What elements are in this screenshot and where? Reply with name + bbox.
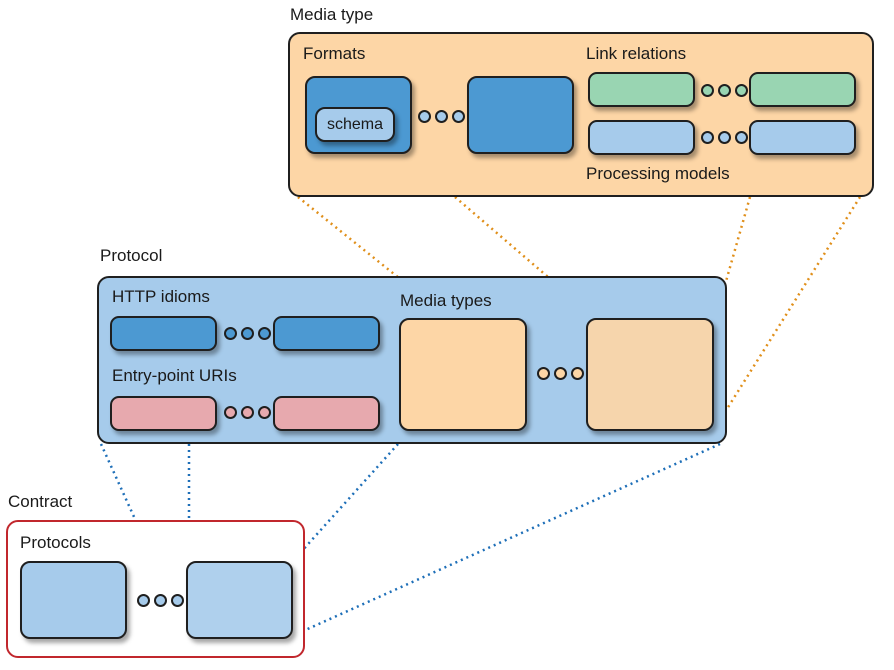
protocol-box: [20, 561, 127, 639]
protocol-title: Protocol: [100, 246, 163, 265]
http-idiom-box: [110, 316, 217, 351]
processing-model-box: [588, 120, 695, 155]
ellipsis-dot: [137, 594, 150, 607]
link-relation-box: [749, 72, 856, 107]
ellipsis-dot: [537, 367, 550, 380]
ellipsis-dot: [418, 110, 431, 123]
ellipsis-dot: [435, 110, 448, 123]
media-types-ellipsis: [537, 367, 584, 380]
entry-ellipsis: [224, 406, 271, 419]
protocols-ellipsis: [137, 594, 184, 607]
connector-line: [713, 196, 862, 429]
media-type-title: Media type: [290, 5, 374, 24]
ellipsis-dot: [241, 327, 254, 340]
ellipsis-dot: [554, 367, 567, 380]
schema-label: schema: [326, 115, 384, 133]
format-box: [467, 76, 574, 154]
protocol-box: [186, 561, 293, 639]
entry-point-box: [110, 396, 217, 431]
processing-ellipsis: [701, 131, 748, 144]
http-ellipsis: [224, 327, 271, 340]
ellipsis-dot: [154, 594, 167, 607]
contract-title: Contract: [8, 492, 73, 511]
processing-models-label: Processing models: [586, 164, 730, 183]
processing-model-box: [749, 120, 856, 155]
protocols-label: Protocols: [20, 533, 91, 552]
ellipsis-dot: [258, 327, 271, 340]
link-relation-box: [588, 72, 695, 107]
ellipsis-dot: [735, 131, 748, 144]
formats-label: Formats: [303, 44, 366, 63]
schema-box: schema: [315, 107, 395, 142]
media-types-label: Media types: [400, 291, 492, 310]
http-idiom-box: [273, 316, 380, 351]
ellipsis-dot: [258, 406, 271, 419]
http-idioms-label: HTTP idioms: [112, 287, 210, 306]
link-relations-label: Link relations: [586, 44, 687, 63]
ellipsis-dot: [701, 131, 714, 144]
ellipsis-dot: [735, 84, 748, 97]
entry-point-box: [273, 396, 380, 431]
entry-point-label: Entry-point URIs: [112, 366, 237, 385]
ellipsis-dot: [171, 594, 184, 607]
ellipsis-dot: [241, 406, 254, 419]
connector-line: [291, 442, 721, 638]
ellipsis-dot: [224, 327, 237, 340]
ellipsis-dot: [571, 367, 584, 380]
ellipsis-dot: [452, 110, 465, 123]
media-type-box: [586, 318, 714, 431]
ellipsis-dot: [701, 84, 714, 97]
media-type-box: [399, 318, 527, 431]
connector-line: [291, 443, 399, 563]
link-ellipsis: [701, 84, 748, 97]
ellipsis-dot: [718, 131, 731, 144]
ellipsis-dot: [718, 84, 731, 97]
format-ellipsis: [418, 110, 465, 123]
ellipsis-dot: [224, 406, 237, 419]
